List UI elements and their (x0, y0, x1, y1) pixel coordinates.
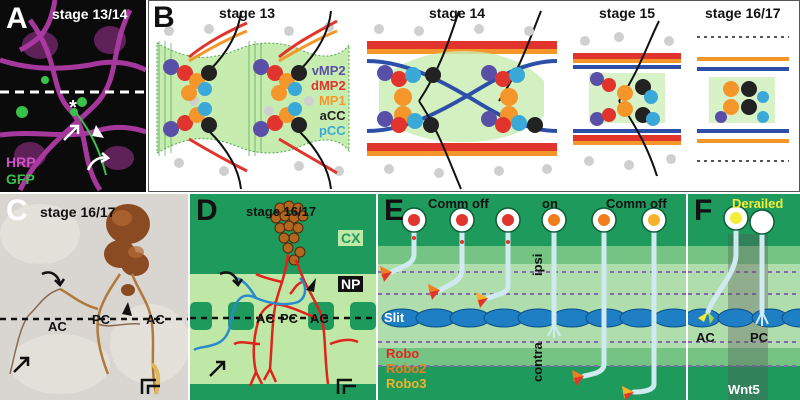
asterisk-marker: * (69, 97, 77, 119)
panel-f-letter: F (694, 194, 713, 227)
double-chevron-icon (336, 378, 356, 394)
curved-arrow-icon (41, 271, 66, 287)
arrow-icon (209, 360, 226, 377)
legend-mp1: MP1 (318, 93, 346, 108)
label-pc: PC (750, 330, 769, 345)
arrowhead-icon (122, 302, 132, 316)
slit-midline (381, 308, 686, 328)
label-pc: PC (280, 311, 299, 326)
label-ac-right: AC (310, 311, 329, 326)
comm-off-right: Comm off (606, 196, 667, 211)
cell-body-cluster (270, 200, 309, 266)
panel-b-letter: B (153, 1, 175, 34)
label-pc: PC (92, 312, 111, 327)
panel-c-micrograph (0, 204, 188, 395)
label-ac-left: AC (256, 311, 275, 326)
panel-a: * A stage 13/14 HRP GFP (0, 0, 146, 192)
arrow-icon (63, 124, 80, 141)
panel-c-letter: C (6, 194, 28, 227)
legend-acc: aCC (319, 108, 346, 123)
panel-e-letter: E (384, 194, 405, 227)
legend-robo: Robo (386, 346, 420, 361)
legend-dmp2: dMP2 (311, 78, 346, 93)
panel-d-letter: D (196, 194, 218, 227)
label-ipsi: ipsi (530, 253, 545, 276)
stage-14-label: stage 14 (429, 5, 486, 21)
red-axons (233, 253, 359, 387)
panel-a-stage: stage 13/14 (52, 6, 128, 22)
label-wnt5: Wnt5 (728, 382, 760, 397)
stage-16-17-diagram (697, 36, 789, 162)
panel-f: F Derailed AC PC Wnt5 (688, 194, 800, 400)
label-ac-left: AC (48, 319, 67, 334)
stage-13-label: stage 13 (219, 5, 276, 21)
cell-legend: vMP2 dMP2 MP1 aCC pCC (311, 63, 346, 138)
label-ac-right: AC (146, 312, 165, 327)
label-np: NP (338, 276, 364, 292)
stage-14-diagram (366, 10, 558, 190)
stage-15-diagram (573, 20, 681, 177)
arrowhead-icon (306, 278, 316, 292)
label-cx: CX (338, 230, 364, 246)
blue-axon (193, 276, 307, 352)
panel-d-stage: stage 16/17 (246, 204, 317, 219)
panel-e: E Comm off on Comm off ipsi contra Slit … (378, 194, 686, 400)
growth-cones (380, 266, 634, 400)
stage-15-label: stage 15 (599, 5, 656, 21)
legend-robo2: Robo2 (386, 361, 427, 376)
panel-e-schematic (378, 207, 686, 400)
curved-arrow-icon (86, 152, 111, 171)
stage-16-17-label: stage 16/17 (705, 5, 781, 21)
panel-d-schematic (190, 200, 376, 394)
label-slit: Slit (384, 310, 405, 325)
panel-b-schematic (156, 10, 789, 190)
legend-robo3: Robo3 (386, 376, 427, 391)
double-chevron-icon (140, 378, 160, 394)
legend-pcc: pCC (318, 123, 346, 138)
panel-b: B stage 13 stage 14 stage 15 stage 16/17… (148, 0, 800, 192)
arrow-icon (13, 356, 30, 373)
derailed-cell-marker (730, 212, 742, 224)
panel-a-letter: A (6, 2, 28, 35)
legend-hrp: HRP (6, 154, 36, 170)
legend-vmp2: vMP2 (311, 63, 346, 78)
label-ac: AC (696, 330, 715, 345)
legend-gfp: GFP (6, 171, 35, 187)
robo-legend: Robo Robo2 Robo3 (386, 346, 426, 391)
panel-f-schematic (688, 205, 800, 400)
panel-d: D stage 16/17 CX NP AC PC AC (190, 194, 376, 400)
panel-c: C stage 16/17 AC PC AC (0, 194, 188, 400)
curved-arrow-icon (219, 271, 244, 287)
comm-on: on (542, 196, 558, 211)
panel-c-stage: stage 16/17 (40, 204, 116, 220)
stage-13-diagram (156, 10, 350, 190)
comm-off-left: Comm off (428, 196, 489, 211)
label-derailed: Derailed (732, 196, 784, 211)
label-contra: contra (530, 342, 545, 382)
panel-a-micrograph: * (0, 0, 146, 192)
arrowhead-icon (92, 125, 104, 138)
